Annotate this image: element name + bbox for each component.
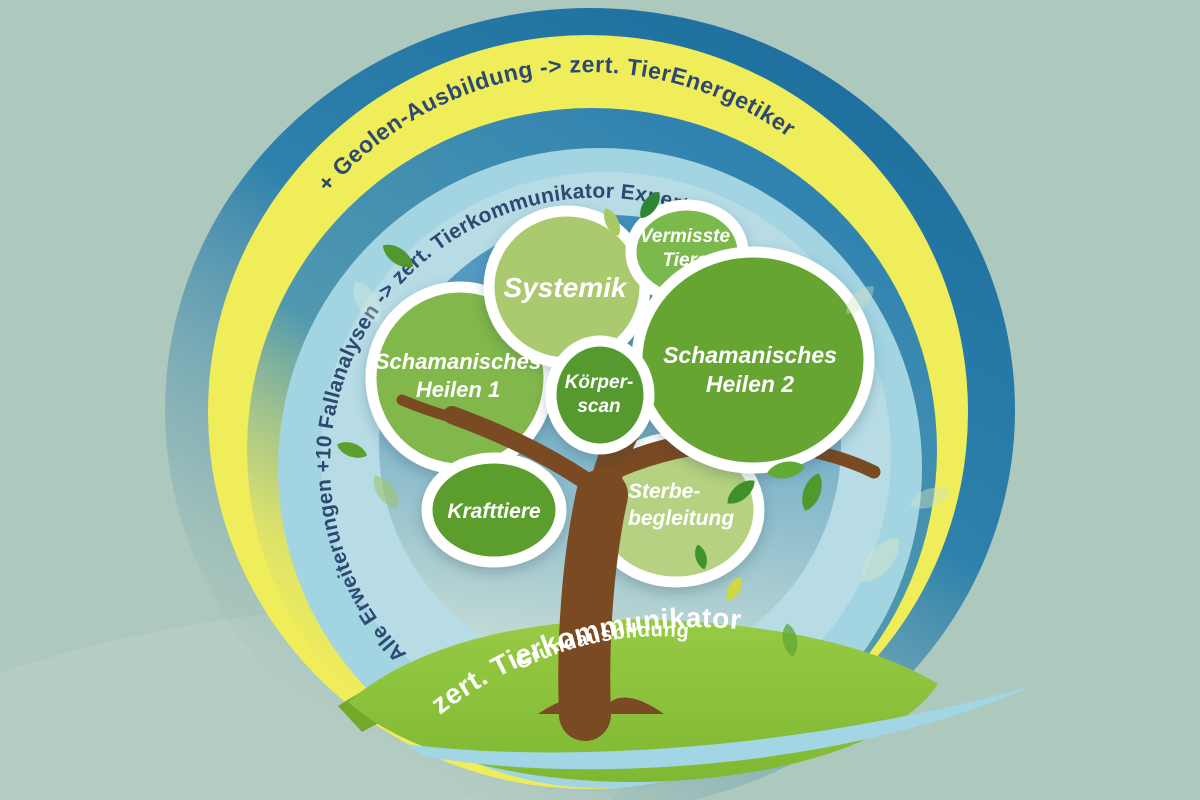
tree-branch-left-tip — [396, 394, 506, 438]
label-krafttiere: Krafttiere — [447, 500, 541, 523]
label-systemik: Systemik — [504, 272, 628, 303]
tree-trunk — [558, 469, 628, 741]
bubble-koerperscan — [545, 335, 655, 455]
bubble-krafttiere — [421, 452, 567, 568]
hill-blue-swoosh — [405, 686, 1032, 770]
bubbles-front-group — [483, 199, 875, 474]
label-koerperscan: Körper-scan — [565, 372, 634, 417]
bubbles-back-group — [365, 281, 765, 588]
hill-group — [338, 619, 1032, 783]
label-sterbebegleitung: Sterbe-begleitung — [628, 480, 734, 530]
